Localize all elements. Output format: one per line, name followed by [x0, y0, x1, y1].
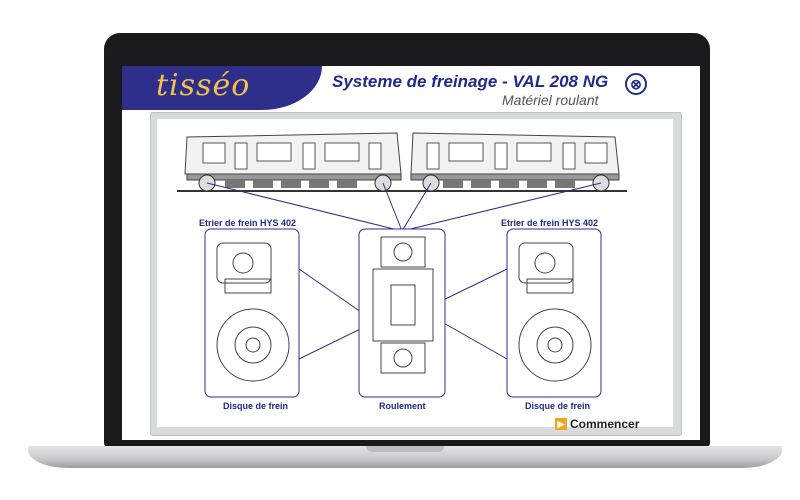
right-detail-box — [506, 228, 602, 398]
diagram-panel: Etrier de frein HYS 402 Disque de frein … — [150, 112, 682, 436]
brake-caliper-icon-right — [518, 242, 574, 294]
bearing-assembly-icon — [372, 236, 434, 374]
laptop-notch — [366, 446, 444, 452]
train-illustration — [177, 132, 627, 192]
right-caliper-caption: Etrier de frein HYS 402 — [501, 218, 599, 228]
laptop-base — [28, 446, 782, 468]
app-screen: tisséo Systeme de freinage - VAL 208 NG … — [122, 66, 700, 440]
brake-disc-icon-right — [518, 308, 592, 382]
close-button[interactable]: ⊗ — [625, 73, 647, 95]
bearing-caption: Roulement — [379, 401, 426, 411]
left-detail-box — [204, 228, 300, 398]
diagram-canvas: Etrier de frein HYS 402 Disque de frein … — [157, 119, 673, 431]
page-subtitle: Matériel roulant — [502, 92, 599, 108]
brake-caliper-icon — [216, 242, 272, 294]
right-disc-caption: Disque de frein — [525, 401, 591, 411]
brake-system-diagram — [177, 132, 627, 398]
page-title: Systeme de freinage - VAL 208 NG — [332, 72, 609, 91]
left-disc-caption: Disque de frein — [223, 401, 289, 411]
logo-banner: tisséo — [122, 66, 322, 110]
left-caliper-caption: Etrier de frein HYS 402 — [199, 218, 297, 228]
start-button-label: Commencer — [570, 417, 640, 431]
center-detail-box — [358, 228, 446, 398]
tisseo-logo: tisséo — [156, 68, 251, 103]
brake-disc-icon — [216, 308, 290, 382]
start-button[interactable]: ▶ Commencer — [555, 416, 639, 432]
play-arrow-icon: ▶ — [555, 418, 567, 430]
